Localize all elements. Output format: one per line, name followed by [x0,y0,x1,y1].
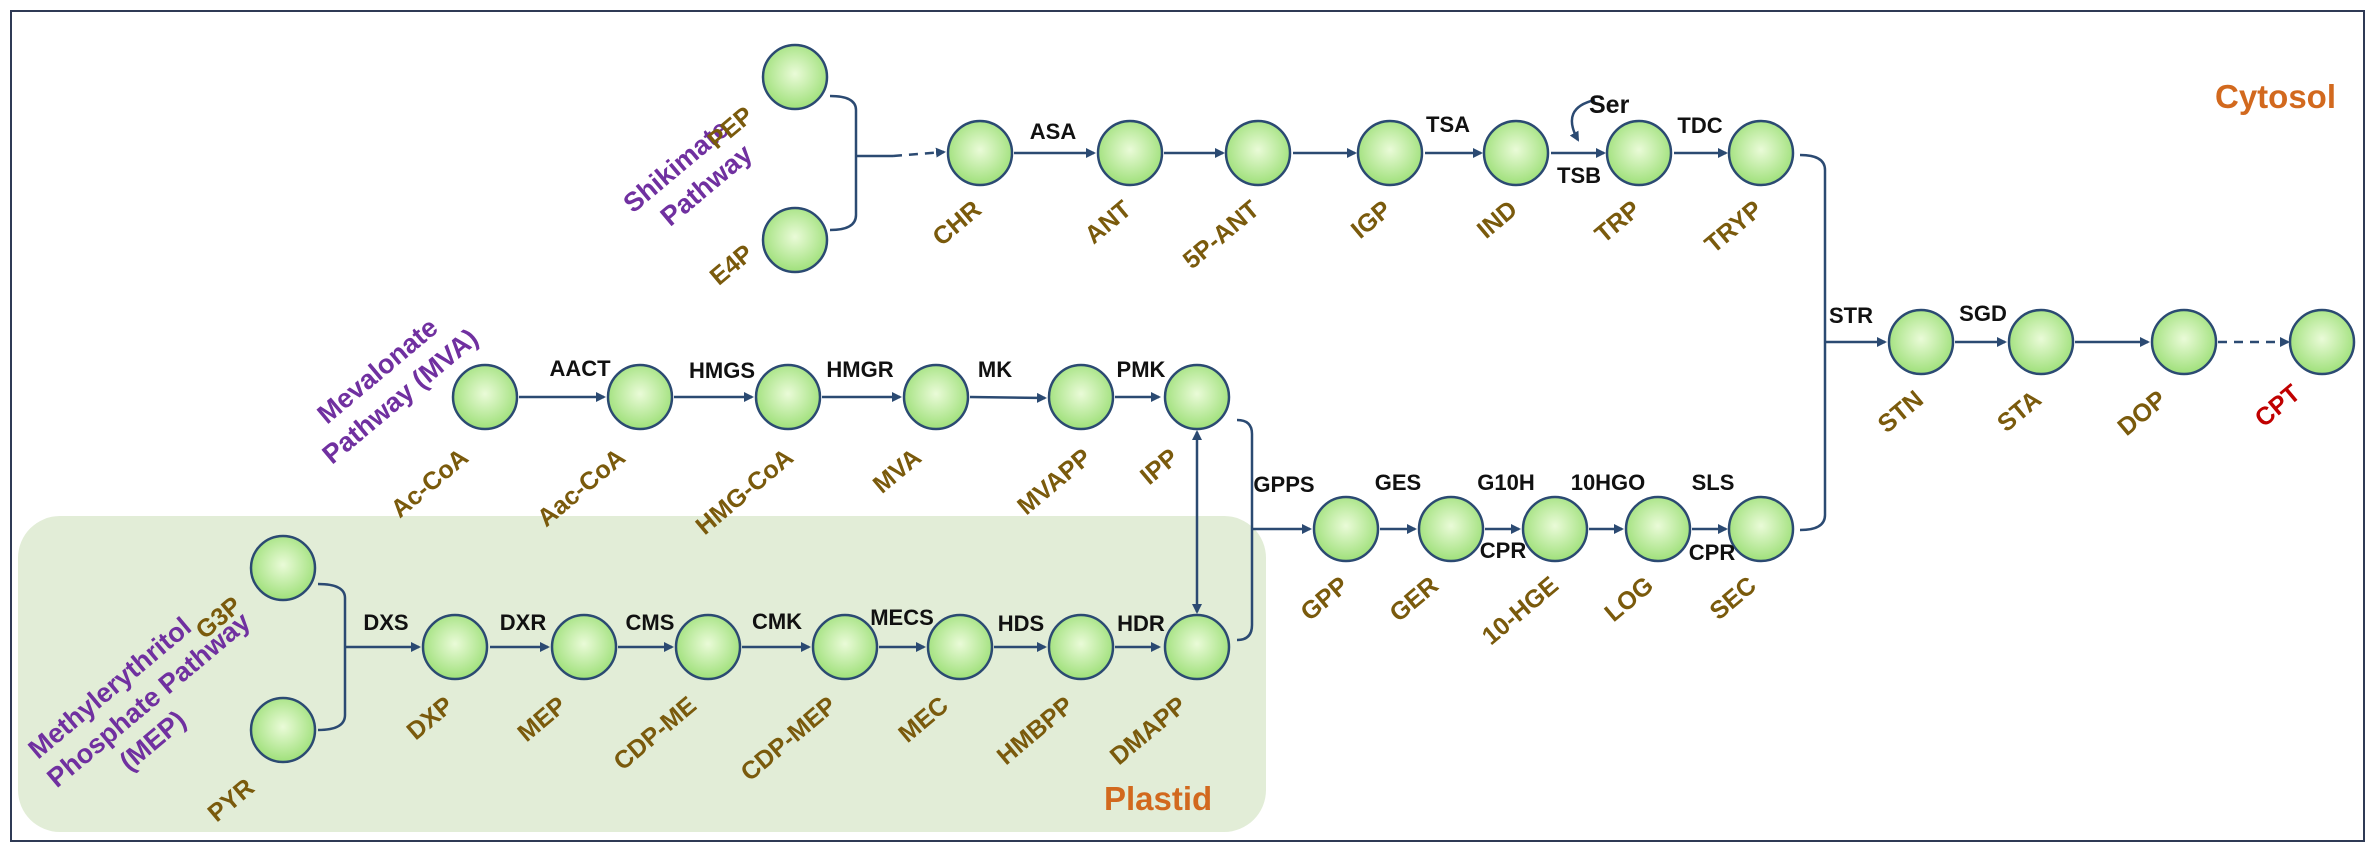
enzyme-dxr: DXR [500,610,547,635]
node-ind [1482,119,1550,187]
node-cpt [2288,308,2356,376]
enzyme-tsb: TSB [1557,163,1601,188]
node-aaccoa [606,363,674,431]
enzyme-mk: MK [978,357,1012,382]
node-mep [550,613,618,681]
enzyme-10hgo: 10HGO [1571,470,1646,495]
enzyme-cpr-2: CPR [1689,540,1736,565]
enzyme-aact: AACT [549,356,611,381]
node-chr [946,119,1014,187]
node-trp [1605,119,1673,187]
enzyme-dxs: DXS [363,610,408,635]
plastid-label: Plastid [1104,780,1212,817]
plastid-region [18,516,1266,832]
node-gpp [1312,495,1380,563]
enzyme-mecs: MECS [870,605,934,630]
node-ger [1417,495,1485,563]
node-hmbpp [1047,613,1115,681]
node-log [1624,495,1692,563]
enzyme-cmk: CMK [752,609,802,634]
edge-mva-mvapp [969,392,1047,403]
shikimate-bracket [829,94,858,232]
cytosol-label: Cytosol [2215,78,2336,115]
enzyme-hdr: HDR [1117,611,1165,636]
node-sec [1727,495,1795,563]
enzyme-sgd: SGD [1959,301,2007,326]
enzyme-asa: ASA [1030,119,1077,144]
node-dxp [421,613,489,681]
edge-to-chr [892,147,946,158]
node-sta [2007,308,2075,376]
node-stn [1887,308,1955,376]
enzyme-ser: Ser [1589,91,1630,119]
node-igp [1356,119,1424,187]
node-cdpmep [811,613,879,681]
node-cdpme [674,613,742,681]
enzyme-cms: CMS [626,610,675,635]
enzyme-ges: GES [1375,470,1421,495]
enzyme-pmk: PMK [1117,357,1166,382]
enzyme-gpps: GPPS [1253,472,1314,497]
node-dop [2150,308,2218,376]
node-dmapp [1163,613,1231,681]
enzyme-sls: SLS [1692,470,1735,495]
node-tryp [1727,119,1795,187]
enzyme-cpr-1: CPR [1480,538,1527,563]
mep-bracket [317,582,347,732]
node-e4p [761,206,829,274]
enzyme-str: STR [1829,303,1873,328]
node-5pant [1224,119,1292,187]
node-mvapp [1047,363,1115,431]
node-mec [926,613,994,681]
enzyme-hmgs: HMGS [689,358,755,383]
node-ipp [1163,363,1231,431]
node-g3p [249,534,317,602]
node-mva [902,363,970,431]
node-hmgcoa [754,363,822,431]
node-pyr [249,696,317,764]
enzyme-hmgr: HMGR [826,357,893,382]
node-10hge [1521,495,1589,563]
enzyme-hds: HDS [998,611,1044,636]
enzyme-tsa: TSA [1426,112,1470,137]
enzyme-tdc: TDC [1677,113,1722,138]
node-pep [761,43,829,111]
node-ant [1096,119,1164,187]
ser-curve [1569,98,1596,142]
enzyme-g10h: G10H [1477,470,1534,495]
node-accoa [451,363,519,431]
